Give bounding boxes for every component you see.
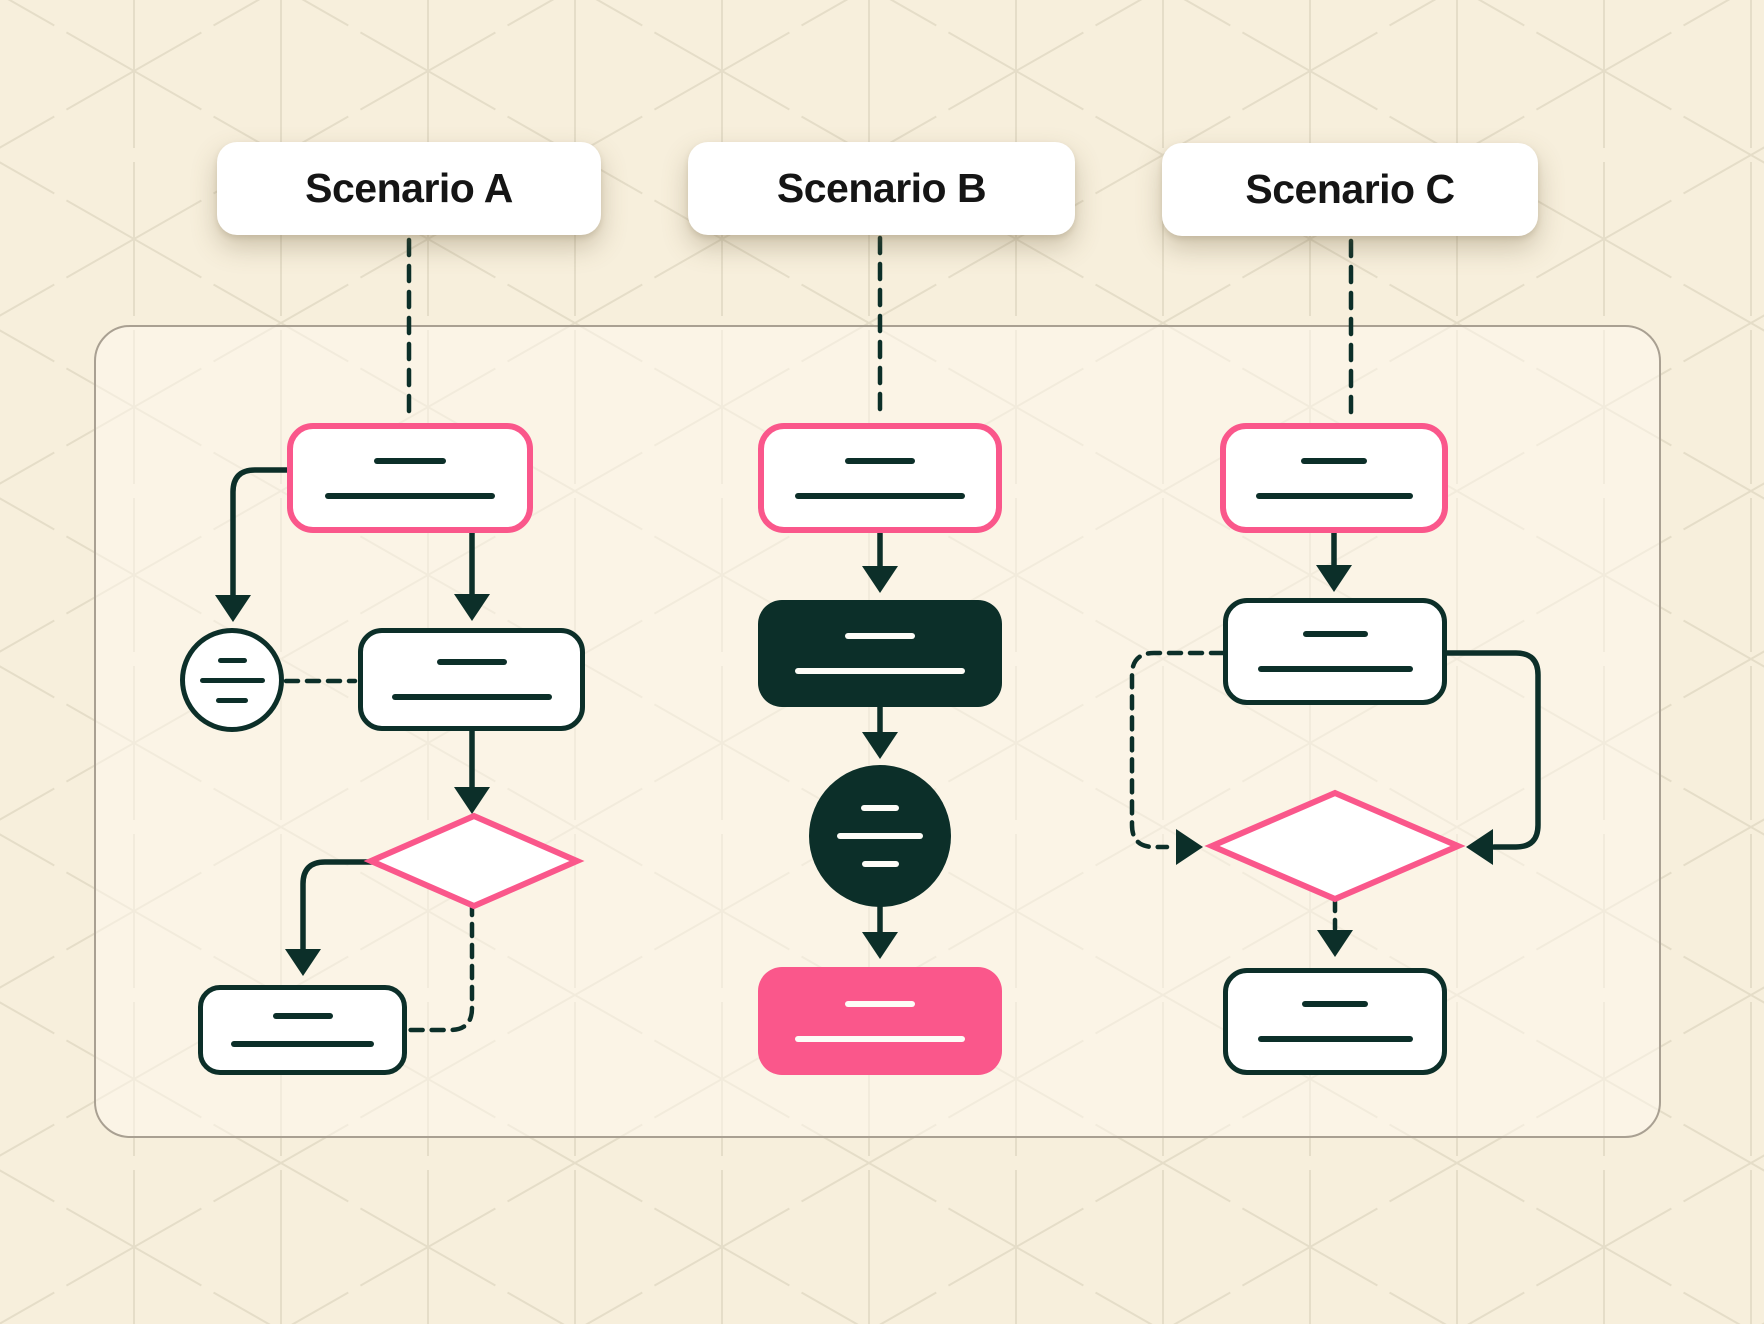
scenario-b-label-text: Scenario B: [776, 165, 987, 211]
a-end-node: [198, 985, 407, 1075]
b-process-node: [758, 600, 1002, 707]
a-decision-diamond: [363, 812, 585, 910]
c-end-node: [1223, 968, 1447, 1075]
c-decision-diamond: [1204, 789, 1466, 903]
text-line-placeholder: [845, 1000, 915, 1007]
c-start-node: [1220, 423, 1448, 533]
text-line-placeholder: [272, 1013, 333, 1019]
scenario-c-label: Scenario C: [1162, 143, 1538, 236]
b-start-node: [758, 423, 1002, 533]
a-process-node: [358, 628, 585, 731]
text-line-placeholder: [795, 1035, 965, 1042]
text-line-placeholder: [1302, 1001, 1368, 1007]
scenario-a-label: Scenario A: [217, 142, 601, 235]
text-line-placeholder: [795, 492, 965, 499]
b-end-node: [758, 967, 1002, 1075]
text-line-placeholder: [231, 1041, 374, 1047]
a-annotation-circle: [180, 628, 284, 732]
text-line-placeholder: [1301, 457, 1367, 464]
text-line-placeholder: [436, 659, 507, 665]
b-annotation-circle: [809, 765, 951, 907]
c-process-node: [1223, 598, 1447, 705]
a-start-node: [287, 423, 533, 533]
text-line-placeholder: [861, 805, 899, 811]
text-line-placeholder: [845, 457, 915, 464]
text-line-placeholder: [1302, 631, 1368, 637]
text-line-placeholder: [216, 697, 248, 703]
text-line-placeholder: [374, 457, 446, 464]
text-line-placeholder: [845, 633, 915, 639]
text-line-placeholder: [1257, 666, 1413, 672]
text-line-placeholder: [1255, 492, 1413, 499]
text-line-placeholder: [861, 861, 899, 867]
text-line-placeholder: [837, 833, 923, 839]
text-line-placeholder: [391, 694, 552, 700]
text-line-placeholder: [325, 492, 495, 499]
scenario-b-label: Scenario B: [688, 142, 1075, 235]
scenario-c-label-text: Scenario C: [1245, 166, 1455, 212]
text-line-placeholder: [199, 677, 265, 683]
text-line-placeholder: [1257, 1036, 1413, 1042]
scenario-a-label-text: Scenario A: [305, 165, 513, 211]
text-line-placeholder: [217, 657, 247, 663]
text-line-placeholder: [795, 668, 965, 674]
